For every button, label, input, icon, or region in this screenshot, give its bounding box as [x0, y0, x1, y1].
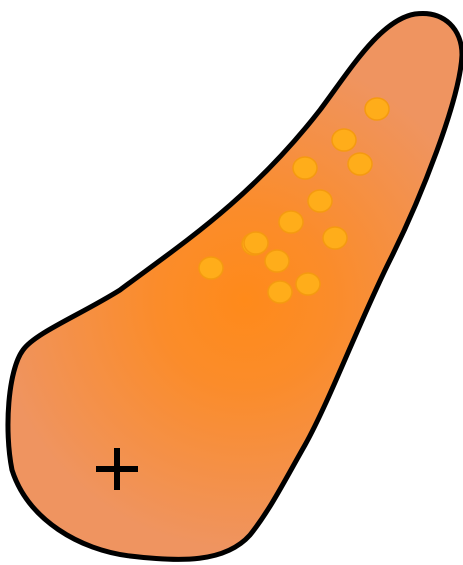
blob-shape — [8, 13, 462, 559]
spot — [265, 250, 289, 272]
spot — [268, 281, 292, 303]
spot — [199, 257, 223, 279]
spot — [348, 153, 372, 175]
spot — [365, 98, 389, 120]
spot — [293, 157, 317, 179]
spot — [296, 273, 320, 295]
spot — [332, 129, 356, 151]
spot — [279, 211, 303, 233]
spot — [308, 190, 332, 212]
spot — [244, 232, 268, 254]
spot — [323, 227, 347, 249]
